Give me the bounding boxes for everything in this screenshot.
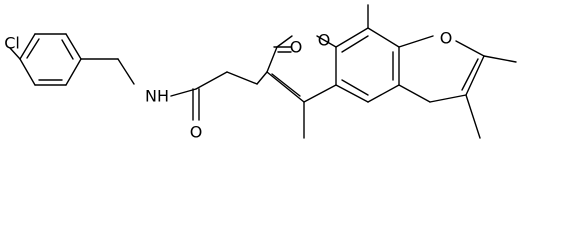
amide-nitrogen-label: NH [145,87,169,106]
pyran-ring-oxygen-label: O [318,31,331,50]
ch2-n-bond [117,58,135,85]
pyranone-ring [266,35,337,103]
lactone-carbonyl-oxygen-label: O [290,38,303,57]
central-benzene-ring [335,27,400,103]
chlorophenyl-ring [19,33,82,86]
furan-ring [398,35,485,103]
chlorine-label: Cl [4,34,20,53]
chain-bond-1 [195,71,228,90]
methyl-bond-furan-2 [465,94,481,139]
c-cl-bond [9,47,21,60]
methyl-bond-furan-1 [483,55,517,63]
chemical-structure: Cl NH O O O O [4,4,517,142]
chain-bond-3 [256,71,268,85]
amide-oxygen-label: O [190,123,203,142]
furan-ring-oxygen-label: O [440,29,453,48]
n-co-bond [170,88,197,97]
chain-bond-2 [226,71,258,85]
